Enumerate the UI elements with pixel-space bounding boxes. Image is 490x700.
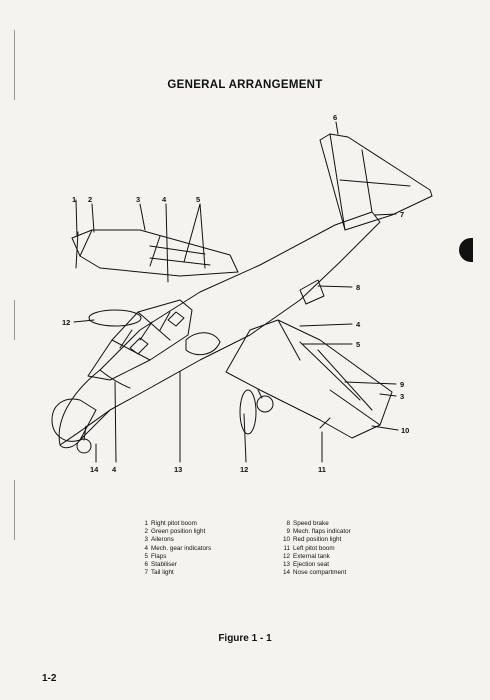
callout-4c: 4 — [112, 465, 117, 474]
legend-label: Nose compartment — [293, 569, 347, 577]
legend-num: 14 — [282, 569, 290, 577]
left-wing — [225, 319, 393, 439]
legend-num: 2 — [144, 528, 148, 536]
legend-label: Tail light — [151, 569, 174, 577]
callout-8: 8 — [356, 283, 360, 292]
external-tank-left — [239, 389, 257, 435]
speed-brake — [299, 279, 325, 305]
legend-label: Speed brake — [293, 520, 329, 527]
legend-num: 12 — [282, 552, 290, 560]
edge-mark — [14, 300, 15, 340]
legend-num: 8 — [286, 520, 290, 527]
fuselage — [58, 211, 381, 449]
intake — [185, 332, 221, 356]
legend-label: Mech. gear indicators — [151, 544, 212, 552]
legend-label: Left pitot boom — [293, 544, 335, 552]
nose-gear-wheel — [76, 438, 92, 454]
legend-num: 1 — [144, 520, 148, 527]
legend-num: 6 — [144, 561, 148, 569]
canopy — [87, 299, 193, 381]
callout-14: 14 — [90, 465, 99, 474]
legend-num: 7 — [144, 569, 148, 577]
callout-4b: 4 — [356, 320, 361, 329]
edge-mark — [14, 30, 15, 100]
callout-12b: 12 — [240, 465, 248, 474]
right-pitot-boom — [75, 231, 79, 269]
legend-label: Flaps — [151, 552, 167, 560]
legend-label: Green position light — [151, 528, 206, 536]
right-wing — [71, 229, 239, 277]
callout-3: 3 — [136, 195, 140, 204]
callout-2: 2 — [88, 195, 92, 204]
legend-label: Right pitot boom — [151, 520, 197, 527]
tail-fin — [319, 133, 433, 231]
callout-4: 4 — [162, 195, 167, 204]
legend-label: Mech. flaps indicator — [293, 528, 351, 536]
legend-num: 5 — [144, 552, 148, 560]
page-number: 1-2 — [42, 673, 57, 684]
edge-mark — [14, 480, 15, 540]
callout-10: 10 — [401, 426, 409, 435]
legend-num: 11 — [283, 544, 290, 552]
nose-cone — [51, 398, 97, 442]
callout-3b: 3 — [400, 392, 404, 401]
legend-label: Ailerons — [151, 536, 174, 544]
legend-num: 4 — [144, 544, 148, 552]
legend-num: 13 — [282, 561, 290, 569]
figure-caption: Figure 1 - 1 — [218, 633, 272, 644]
callout-12: 12 — [62, 318, 70, 327]
legend-label: Stabiliser — [151, 561, 177, 569]
callout-7: 7 — [400, 210, 404, 219]
legend-num: 9 — [286, 528, 290, 536]
external-tank-right — [88, 309, 142, 327]
callout-13: 13 — [174, 465, 182, 474]
legend-label: Ejection seat — [293, 561, 330, 569]
main-gear-wheel — [256, 395, 274, 413]
page-title: GENERAL ARRANGEMENT — [167, 79, 323, 91]
legend-num: 3 — [144, 536, 148, 544]
callout-11: 11 — [318, 465, 326, 474]
callout-5b: 5 — [356, 340, 360, 349]
callout-5: 5 — [196, 195, 200, 204]
legend-label: External tank — [293, 552, 330, 560]
binding-tab-mark — [459, 238, 473, 262]
left-pitot-boom — [319, 417, 331, 429]
legend-label: Red position light — [293, 536, 342, 544]
callout-9: 9 — [400, 380, 404, 389]
legend-num: 10 — [282, 536, 290, 544]
callout-1: 1 — [72, 195, 76, 204]
callout-6: 6 — [333, 113, 337, 122]
